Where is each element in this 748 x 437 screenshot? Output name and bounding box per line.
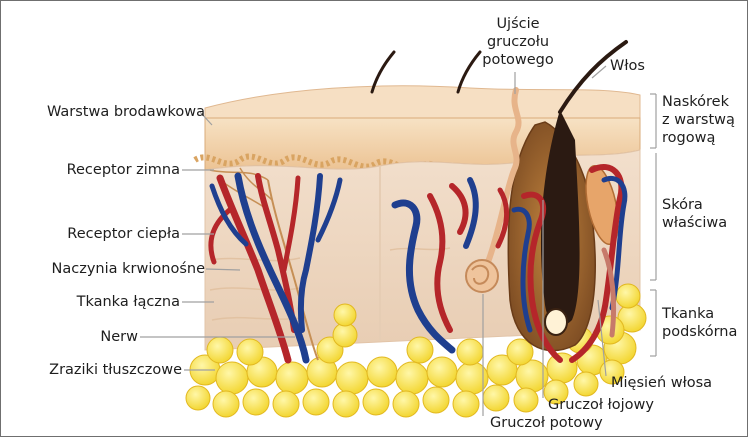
label-miesien-wlosa: Mięsień włosa (611, 374, 712, 392)
label-naskorek-line: z warstwą (662, 111, 735, 129)
label-ujscie-line: gruczołu (473, 33, 563, 51)
label-skora-line: Skóra (662, 196, 727, 214)
label-skora-wlasciwa: Skóra właściwa (662, 196, 727, 232)
label-naskorek-line: Naskórek (662, 93, 735, 111)
label-naskorek: Naskórek z warstwą rogową (662, 93, 735, 147)
label-ujscie-line: potowego (473, 51, 563, 69)
label-skora-line: właściwa (662, 214, 727, 232)
label-warstwa-brodawkowa: Warstwa brodawkowa (47, 103, 205, 121)
label-zraziki-tluszczowe: Zraziki tłuszczowe (49, 361, 182, 379)
label-gruczol-potowy: Gruczoł potowy (490, 414, 603, 432)
label-tkanka-laczna: Tkanka łączna (77, 293, 180, 311)
layer-brackets (650, 94, 656, 356)
label-receptor-zimna: Receptor zimna (67, 161, 180, 179)
label-gruczol-lojowy: Gruczoł łojowy (548, 396, 654, 414)
label-ujscie-line: Ujście (473, 15, 563, 33)
label-naskorek-line: rogową (662, 129, 735, 147)
label-tkanka-pod-line: Tkanka (662, 305, 737, 323)
sweat-gland-coil (466, 260, 498, 292)
hair-bulb (545, 309, 567, 335)
label-ujscie-gruczolu-potowego: Ujście gruczołu potowego (473, 15, 563, 69)
label-wlos: Włos (610, 57, 645, 75)
label-receptor-ciepla: Receptor ciepła (67, 225, 180, 243)
label-naczynia-krwionosne: Naczynia krwionośne (52, 260, 205, 278)
label-nerw: Nerw (100, 328, 138, 346)
label-tkanka-pod-line: podskórna (662, 323, 737, 341)
label-tkanka-podskorna: Tkanka podskórna (662, 305, 737, 341)
